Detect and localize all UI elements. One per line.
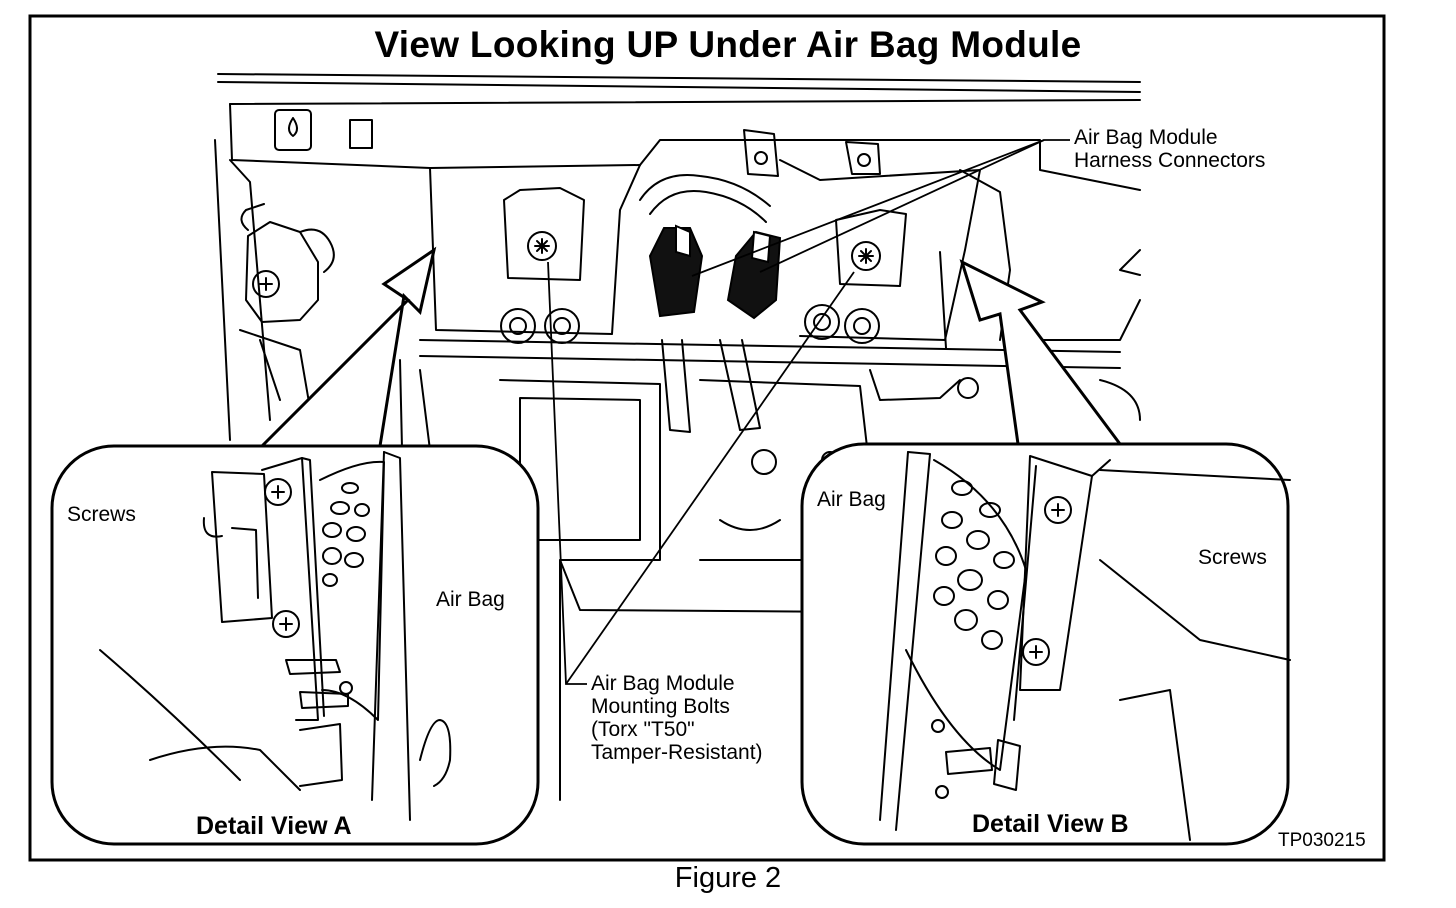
detail-view-a-frame xyxy=(50,444,540,846)
label-screws-b: Screws xyxy=(1198,546,1267,569)
caption-detail-view-a: Detail View A xyxy=(196,812,352,840)
outer-frame xyxy=(28,14,1386,862)
label-bolts-line2: Mounting Bolts xyxy=(591,695,730,718)
detail-view-b-drawing xyxy=(879,451,1291,841)
figure-caption: Figure 2 xyxy=(674,862,782,894)
caption-detail-view-b: Detail View B xyxy=(972,810,1129,838)
diagram-title: View Looking UP Under Air Bag Module xyxy=(374,24,1082,65)
label-harness-line2: Harness Connectors xyxy=(1074,149,1266,172)
label-airbag-a: Air Bag xyxy=(436,588,505,611)
main-illustration xyxy=(214,73,1141,801)
arrow-to-detail-a xyxy=(260,246,437,448)
harness-connectors xyxy=(648,224,782,320)
label-mounting-bolts: Air Bag Module Mounting Bolts (Torx "T50… xyxy=(591,672,763,764)
label-bolts-line4: Tamper-Resistant) xyxy=(591,741,763,764)
label-bolts-line1: Air Bag Module xyxy=(591,672,735,695)
diagram-code: TP030215 xyxy=(1278,830,1366,851)
arrow-to-detail-b xyxy=(959,259,1122,445)
label-bolts-line3: (Torx "T50" xyxy=(591,718,695,741)
label-airbag-b: Air Bag xyxy=(817,488,886,511)
label-harness-connectors: Air Bag Module Harness Connectors xyxy=(1074,126,1265,172)
label-harness-line1: Air Bag Module xyxy=(1074,126,1218,149)
label-screws-a: Screws xyxy=(67,503,136,526)
detail-view-a-drawing xyxy=(99,451,452,821)
